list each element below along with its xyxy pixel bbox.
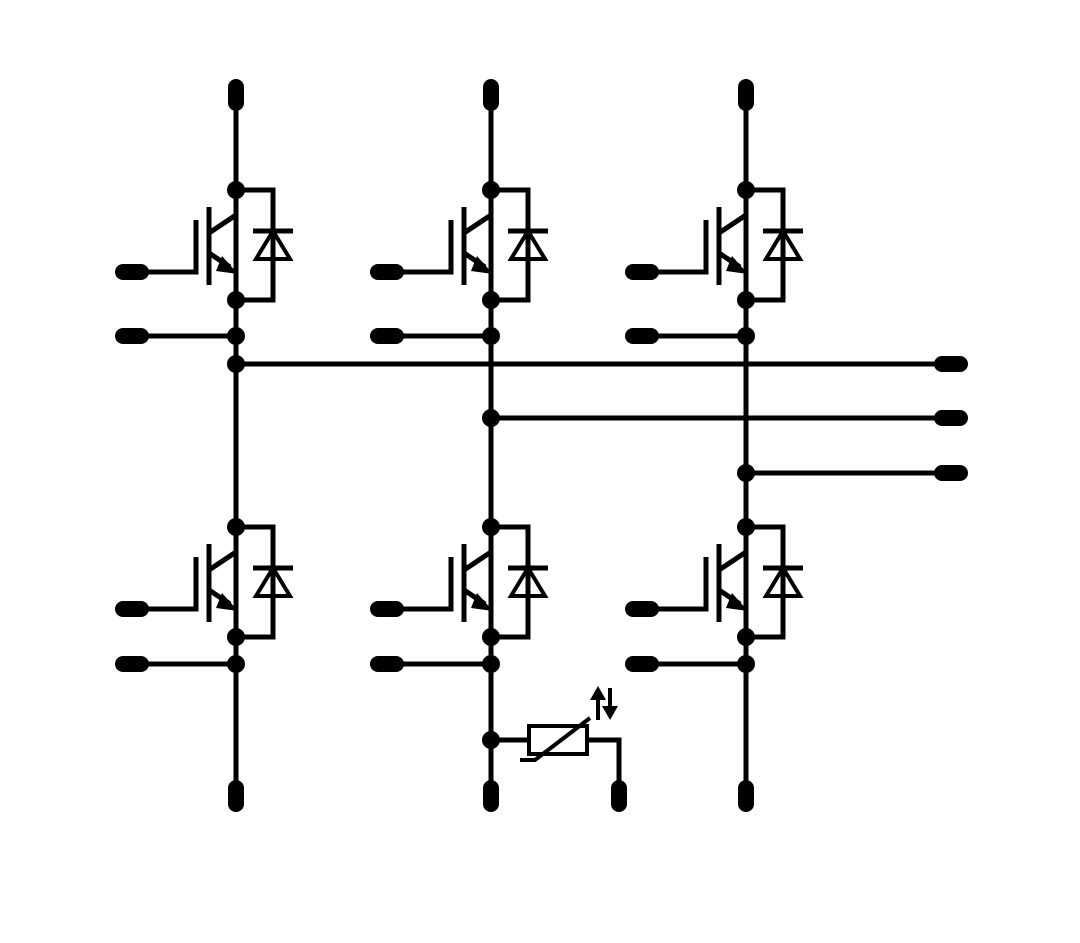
leg-2-high-side-diode-triangle-icon xyxy=(507,227,549,261)
leg-3-high-side-gate-lead xyxy=(641,220,709,275)
thermistor-pin[interactable] xyxy=(611,780,627,812)
leg-1-low-side-emitter-arrow-icon xyxy=(216,593,238,611)
leg-1-high-side-gate-lead xyxy=(131,220,199,275)
leg-3-high-side-collector-junction-dot xyxy=(737,181,755,199)
leg-2-low-side-emitter-junction-dot xyxy=(482,628,500,646)
leg-2-phase-output-junction-dot xyxy=(482,409,500,427)
leg-1-high-side-collector-diagonal xyxy=(207,212,238,236)
leg-2-high-side-collector-diagonal xyxy=(462,212,493,236)
leg-3 xyxy=(625,79,804,812)
leg-1-high-side-emitter-arrow-icon xyxy=(216,256,238,274)
leg-2-high-side-collector-junction-dot xyxy=(482,181,500,199)
leg-3-high-side-gate-pin[interactable] xyxy=(625,264,659,280)
phase-1-output-pin[interactable] xyxy=(934,356,968,372)
leg-3-low-side-collector-diagonal xyxy=(717,549,748,573)
leg-2-dc-negative-pin[interactable] xyxy=(483,780,499,812)
leg-2-high-side-emitter-arrow-icon xyxy=(471,256,493,274)
leg-1-low-side-collector-diagonal xyxy=(207,549,238,573)
leg-3-high-side-diode-loop xyxy=(746,187,786,303)
leg-2-low-side-emitter-arrow-icon xyxy=(471,593,493,611)
leg-1-high-side-igbt-with-antiparallel-diode-icon xyxy=(115,181,294,309)
leg-2-low-side-diode-loop xyxy=(491,524,531,640)
leg-1-low-side-gate-lead xyxy=(131,557,199,612)
leg-2 xyxy=(370,79,549,812)
leg-3-low-side-aux-junction-dot xyxy=(737,655,755,673)
leg-3-low-side-diode-triangle-icon xyxy=(762,564,804,598)
leg-3-phase-output-junction-dot xyxy=(737,464,755,482)
leg-3-dc-positive-pin[interactable] xyxy=(738,79,754,111)
leg-1-low-side-aux-emitter-pin[interactable] xyxy=(115,656,149,672)
leg-1-phase-output-junction-dot xyxy=(227,355,245,373)
leg-2-low-side-aux-junction-dot xyxy=(482,655,500,673)
leg-3-low-side-emitter-arrow-icon xyxy=(726,593,748,611)
leg-1-low-side-aux-junction-dot xyxy=(227,655,245,673)
leg-1-low-side-emitter-junction-dot xyxy=(227,628,245,646)
leg-1-high-side-diode-triangle-icon xyxy=(252,227,294,261)
leg-1-low-side-diode-loop xyxy=(236,524,276,640)
phase-output-pins xyxy=(934,356,968,481)
leg-2-high-side-aux-emitter-pin[interactable] xyxy=(370,328,404,344)
leg-2-dc-positive-pin[interactable] xyxy=(483,79,499,111)
leg-3-high-side-diode-triangle-icon xyxy=(762,227,804,261)
leg-1-high-side-aux-junction-dot xyxy=(227,327,245,345)
leg-3-low-side-diode-loop xyxy=(746,524,786,640)
leg-2-low-side-aux-emitter-pin[interactable] xyxy=(370,656,404,672)
leg-1-high-side-collector-junction-dot xyxy=(227,181,245,199)
thermistor-lead-right xyxy=(587,737,622,790)
leg-2-low-side-gate-pin[interactable] xyxy=(370,601,404,617)
leg-1-high-side-aux-emitter-pin[interactable] xyxy=(115,328,149,344)
phase-3-output-pin[interactable] xyxy=(934,465,968,481)
leg-2-low-side-igbt-with-antiparallel-diode-icon xyxy=(370,518,549,646)
leg-2-high-side-gate-lead xyxy=(386,220,454,275)
leg-1-high-side-diode-loop xyxy=(236,187,276,303)
leg-1-low-side-collector-junction-dot xyxy=(227,518,245,536)
leg-1-dc-negative-pin[interactable] xyxy=(228,780,244,812)
thermistor-temperature-arrows-icon xyxy=(590,686,618,720)
leg-3-high-side-aux-junction-dot xyxy=(737,327,755,345)
leg-2-high-side-igbt-with-antiparallel-diode-icon xyxy=(370,181,549,309)
leg-2-low-side-diode-triangle-icon xyxy=(507,564,549,598)
leg-2-high-side-aux-junction-dot xyxy=(482,327,500,345)
leg-2-low-side-collector-diagonal xyxy=(462,549,493,573)
leg-3-high-side-emitter-junction-dot xyxy=(737,291,755,309)
leg-1-dc-positive-pin[interactable] xyxy=(228,79,244,111)
leg-2-low-side-collector-junction-dot xyxy=(482,518,500,536)
leg-3-low-side-gate-pin[interactable] xyxy=(625,601,659,617)
phase-2-output-pin[interactable] xyxy=(934,410,968,426)
leg-2-high-side-diode-loop xyxy=(491,187,531,303)
leg-3-low-side-emitter-junction-dot xyxy=(737,628,755,646)
leg-3-low-side-aux-emitter-pin[interactable] xyxy=(625,656,659,672)
leg-3-high-side-collector-diagonal xyxy=(717,212,748,236)
leg-1-low-side-igbt-with-antiparallel-diode-icon xyxy=(115,518,294,646)
leg-3-dc-negative-pin[interactable] xyxy=(738,780,754,812)
phase-output-lines xyxy=(236,361,952,476)
ntc-thermistor xyxy=(482,686,627,812)
leg-3-high-side-igbt-with-antiparallel-diode-icon xyxy=(625,181,804,309)
leg-3-low-side-gate-lead xyxy=(641,557,709,612)
thermistor-slash xyxy=(520,716,592,762)
leg-3-high-side-emitter-arrow-icon xyxy=(726,256,748,274)
leg-1-high-side-gate-pin[interactable] xyxy=(115,264,149,280)
leg-1 xyxy=(115,79,294,812)
leg-2-low-side-gate-lead xyxy=(386,557,454,612)
leg-2-high-side-gate-pin[interactable] xyxy=(370,264,404,280)
leg-3-low-side-collector-junction-dot xyxy=(737,518,755,536)
leg-2-high-side-emitter-junction-dot xyxy=(482,291,500,309)
leg-3-low-side-igbt-with-antiparallel-diode-icon xyxy=(625,518,804,646)
leg-1-low-side-diode-triangle-icon xyxy=(252,564,294,598)
leg-1-low-side-gate-pin[interactable] xyxy=(115,601,149,617)
leg-1-high-side-emitter-junction-dot xyxy=(227,291,245,309)
inverter-legs xyxy=(115,79,804,812)
leg-3-high-side-aux-emitter-pin[interactable] xyxy=(625,328,659,344)
